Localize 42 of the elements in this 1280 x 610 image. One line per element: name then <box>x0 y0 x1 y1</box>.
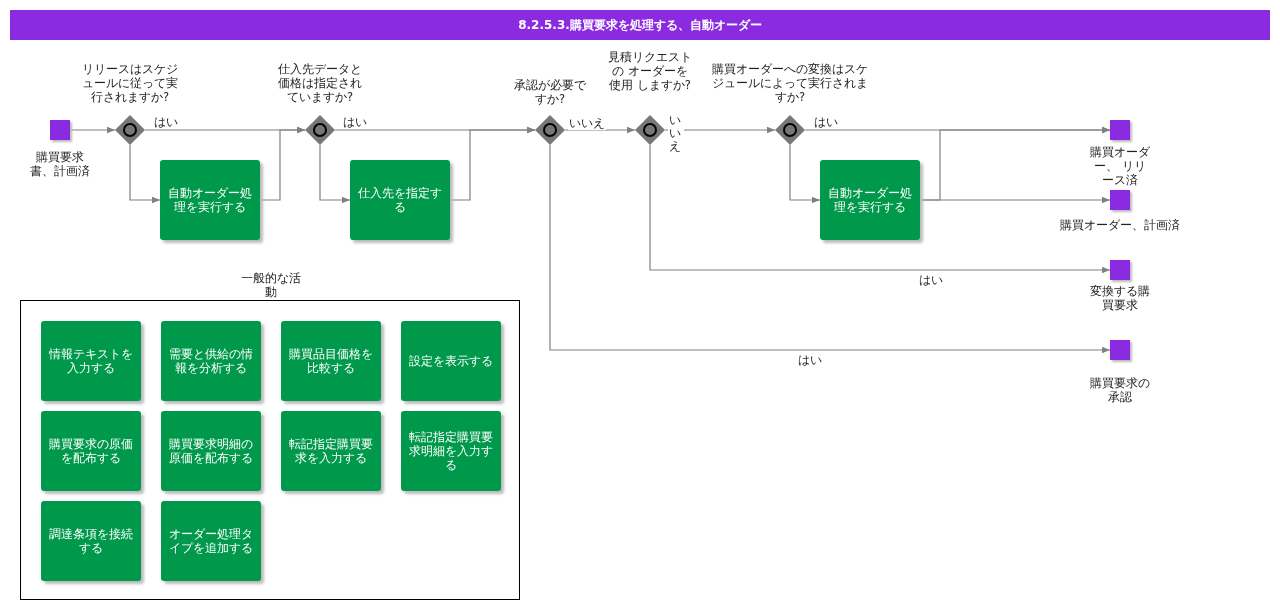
event-label: 購買要求書、計画済 <box>30 150 90 178</box>
task-box: 購買要求の原価を配布する <box>41 411 141 491</box>
arrow <box>319 144 351 204</box>
edge-label: いいえ <box>568 117 606 130</box>
gateway-question: リリースはスケジュールに従って実行されますか? <box>81 62 179 104</box>
edge-label: はい <box>797 354 823 367</box>
title-bar: 8.2.5.3.購買要求を処理する、自動オーダー <box>10 10 1270 40</box>
edge-label: はい <box>918 274 944 287</box>
edge-label: いいえ <box>668 114 684 153</box>
task-box: 自動オーダー処理を実行する <box>160 160 260 240</box>
arrow <box>919 196 1111 204</box>
edge-label: はい <box>813 116 839 129</box>
group-heading: 一般的な活動 <box>241 271 301 299</box>
task-box: 購買品目価格を比較する <box>281 321 381 401</box>
arrow <box>129 144 161 204</box>
task-box: 購買要求明細の原価を配布する <box>161 411 261 491</box>
arrow <box>549 144 1111 354</box>
task-box: 需要と供給の情報を分析する <box>161 321 261 401</box>
task-box: 自動オーダー処理を実行する <box>820 160 920 240</box>
gateway-question: 購買オーダーへの変換はスケジュールによって実行されますか? <box>711 62 869 104</box>
arrow <box>69 126 116 134</box>
task-box: 転記指定購買要求を入力する <box>281 411 381 491</box>
arrow <box>449 126 536 201</box>
event-label: 購買要求の承認 <box>1089 376 1151 404</box>
edge-label: はい <box>153 116 179 129</box>
gateway-question: 仕入先データと価格は指定されていますか? <box>277 62 363 104</box>
task-box: オーダー処理タイプを追加する <box>161 501 261 581</box>
arrow <box>649 144 1111 274</box>
gateway-question: 承認が必要ですか? <box>513 78 587 106</box>
event-label: 購買オーダー、 リリース済 <box>1090 145 1150 187</box>
task-box: 仕入先を指定する <box>350 160 450 240</box>
task-box: 設定を表示する <box>401 321 501 401</box>
task-box: 転記指定購買要求明細を入力する <box>401 411 501 491</box>
edge-label: はい <box>342 116 368 129</box>
event-label: 変換する購買要求 <box>1089 284 1151 312</box>
arrow <box>259 126 306 201</box>
task-box: 情報テキストを入力する <box>41 321 141 401</box>
gateway-question: 見積リクエストの オーダーを使用 しますか? <box>608 50 692 92</box>
event-label: 購買オーダー、計画済 <box>1059 218 1181 232</box>
arrow <box>564 126 636 134</box>
arrow <box>789 144 821 204</box>
task-box: 調達条項を接続する <box>41 501 141 581</box>
